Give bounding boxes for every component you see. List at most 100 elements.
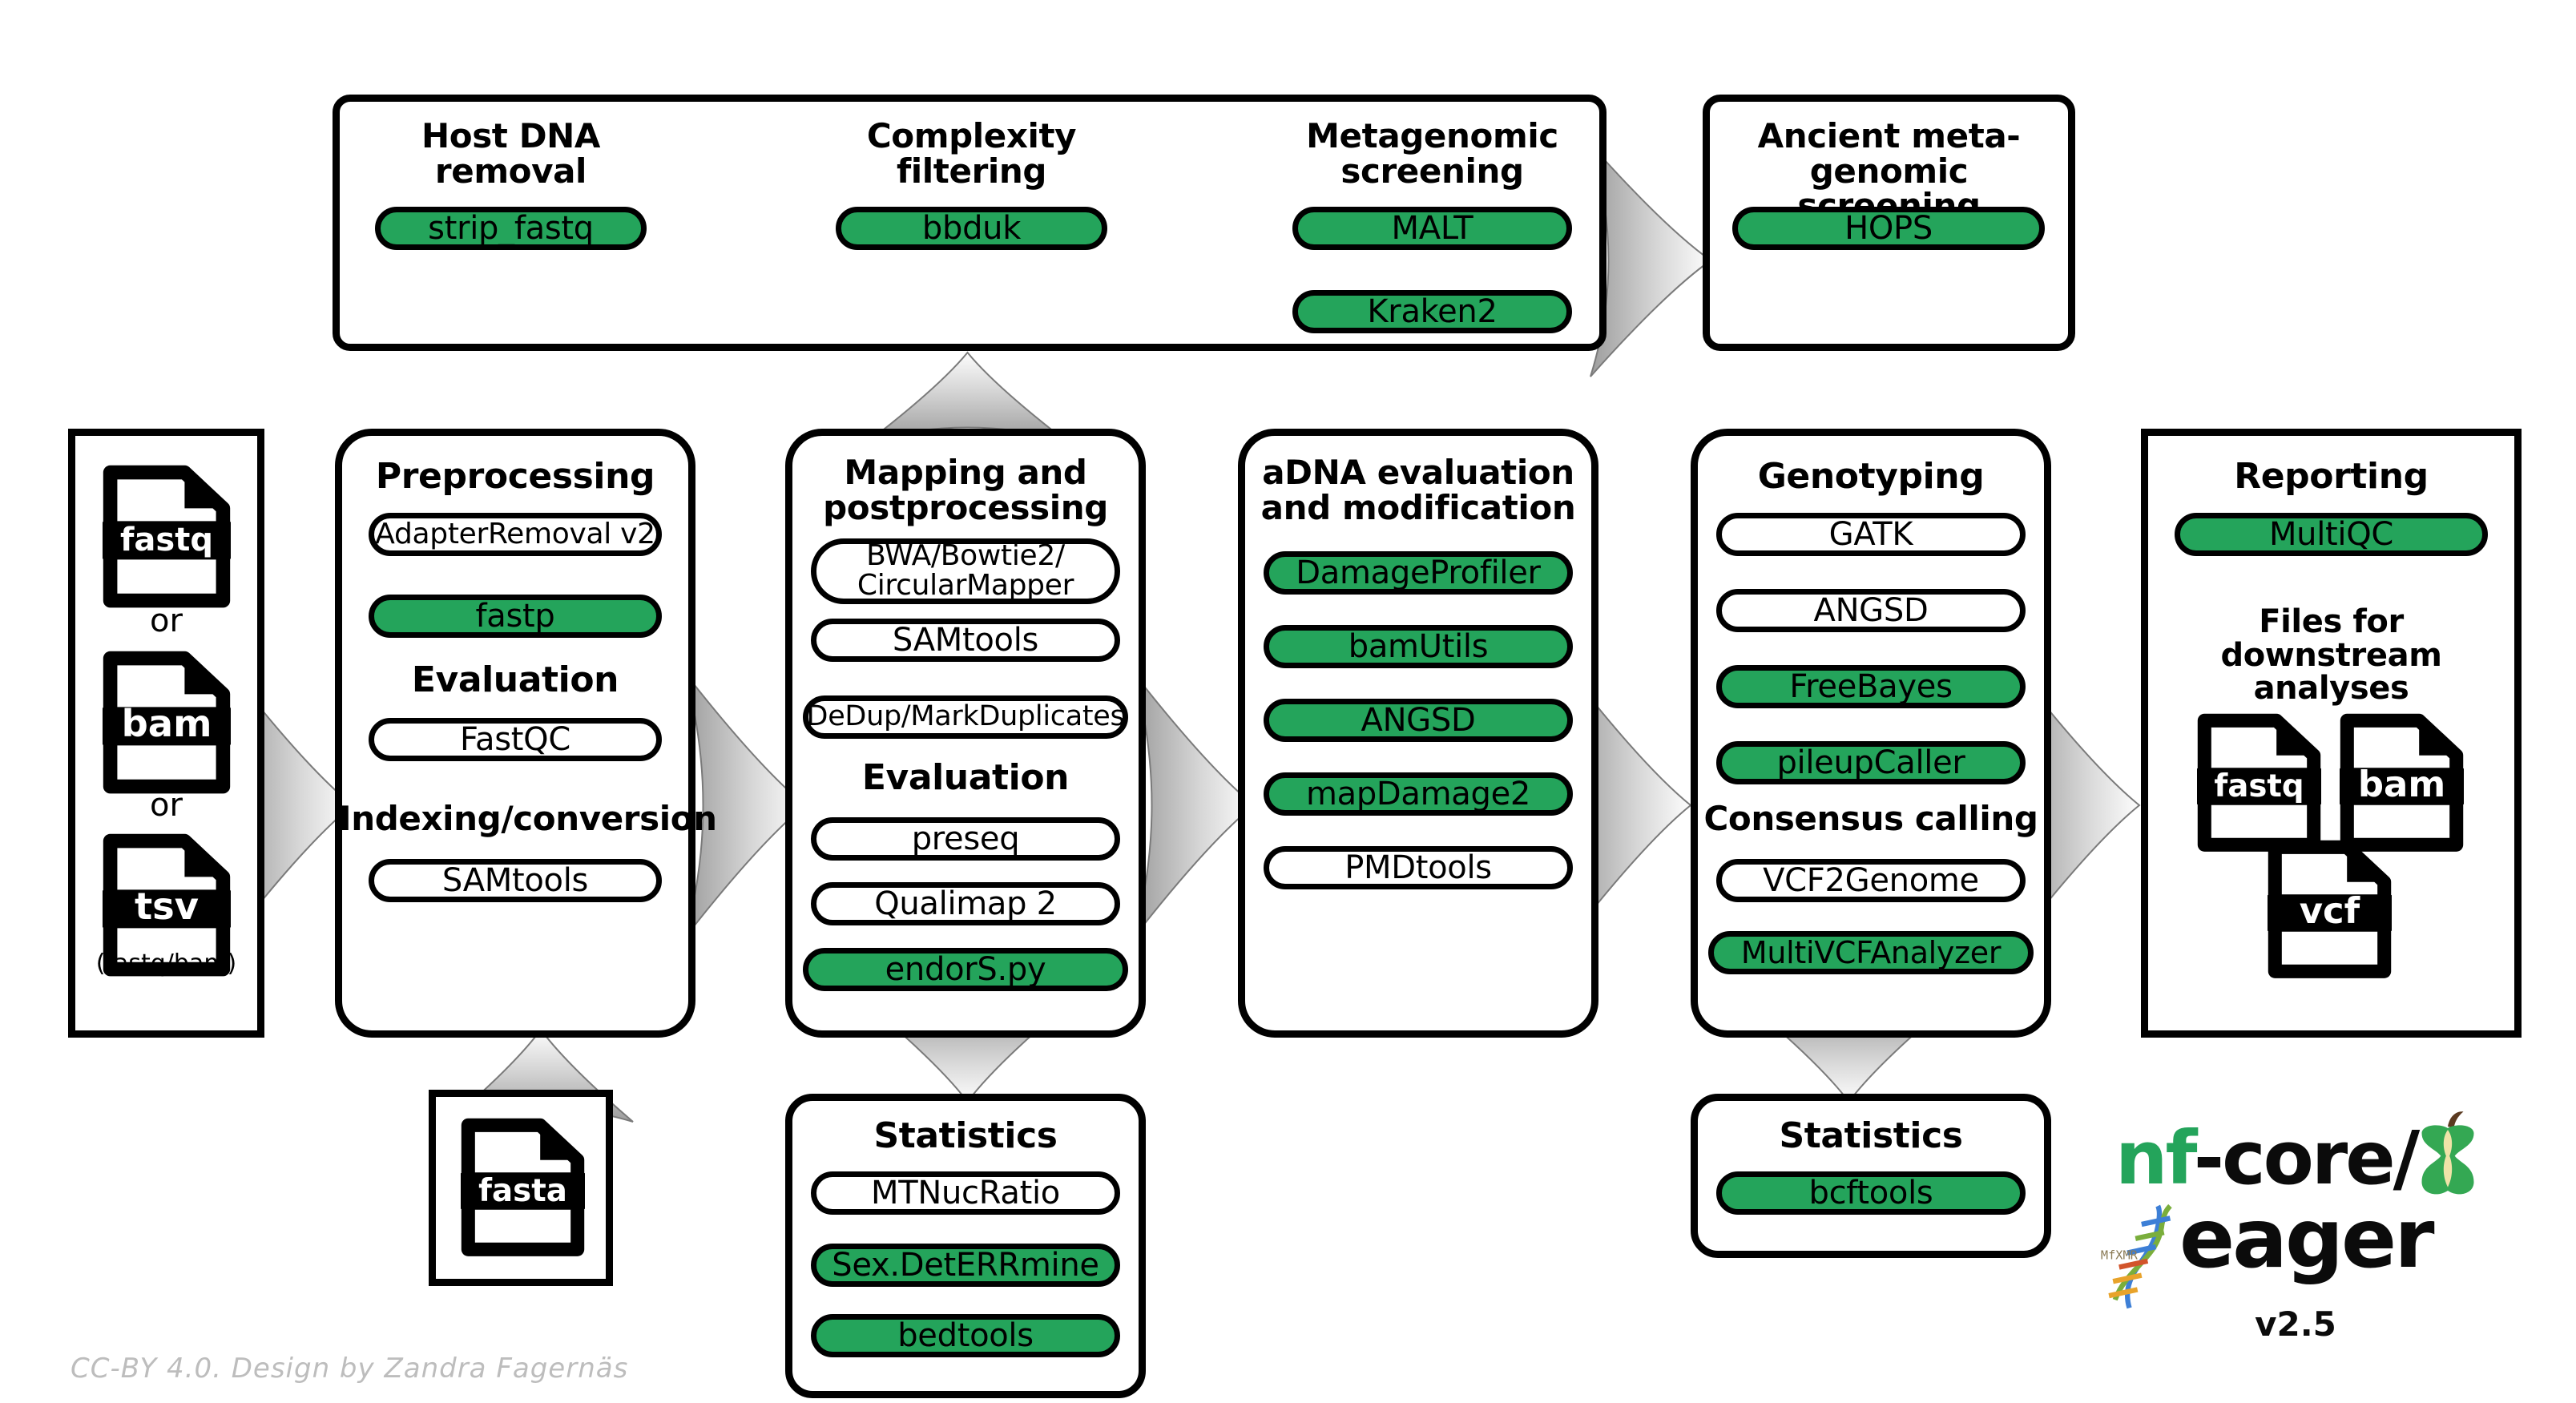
input-or-label-1: or [150, 603, 183, 639]
heading-line-1: Ancient meta- [1757, 116, 2021, 155]
tool-label: MultiVCFAnalyzer [1740, 934, 2002, 970]
file-extension-label: bam [2358, 763, 2445, 805]
file-extension-label: tsv [135, 885, 199, 928]
file-icon-fastq-input: fastq [103, 465, 231, 608]
tool-label: MALT [1391, 209, 1473, 247]
tool-pill-bedtools[interactable]: bedtools [811, 1314, 1120, 1357]
tool-label: strip_fastq [428, 209, 594, 247]
reporting-title: Reporting [2149, 458, 2514, 495]
heading-line-1: Genotyping [1757, 456, 1985, 497]
file-extension-label: vcf [2300, 889, 2360, 932]
file-icon-vcf-output: vcf [2268, 840, 2392, 979]
heading-line-2: postprocessing [823, 487, 1108, 527]
file-icon-bam-output: bam [2340, 713, 2464, 853]
logo-name-line2: eager [2179, 1191, 2435, 1287]
tool-label: PMDtools [1344, 849, 1492, 886]
tool-label: Kraken2 [1367, 292, 1498, 330]
file-icon-fastq-output: fastq [2197, 713, 2321, 853]
preprocessing-title: Preprocessing [343, 458, 687, 495]
tool-label: bcftools [1808, 1174, 1933, 1211]
tool-pill-preseq[interactable]: preseq [811, 817, 1120, 861]
file-icon-bam-input: bam [103, 651, 231, 794]
tool-label: DamageProfiler [1296, 554, 1541, 591]
heading-line-1: Consensus calling [1703, 799, 2038, 838]
tool-pill-kraken2[interactable]: Kraken2 [1292, 290, 1572, 333]
tool-pill-bwa-bowtie2-circularmapper[interactable]: BWA/Bowtie2/CircularMapper [811, 538, 1120, 604]
tool-pill-samtools-preproc[interactable]: SAMtools [369, 859, 662, 902]
logo-nf-text: nf [2115, 1115, 2196, 1201]
tool-label: SAMtools [892, 621, 1039, 659]
tool-pill-samtools-mapping[interactable]: SAMtools [811, 619, 1120, 662]
tool-label: ANGSD [1813, 591, 1929, 629]
tool-pill-mapdamage2[interactable]: mapDamage2 [1264, 772, 1573, 816]
tool-pill-fastp[interactable]: fastp [369, 595, 662, 638]
tool-pill-endors-py[interactable]: endorS.py [803, 948, 1128, 991]
tool-label: DeDup/MarkDuplicates [806, 700, 1125, 733]
tool-label: HOPS [1844, 209, 1933, 247]
file-icon-tsv-input: tsv [103, 833, 231, 977]
file-extension-label: bam [122, 702, 212, 745]
heading-line-1: Metagenomic [1306, 116, 1558, 155]
logo-core-text: -core/ [2193, 1115, 2420, 1201]
tool-pill-dedup-markduplicates[interactable]: DeDup/MarkDuplicates [803, 695, 1128, 739]
tool-label: endorS.py [885, 950, 1046, 988]
tool-label-line1: BWA/Bowtie2/ [866, 539, 1065, 573]
tool-pill-angsd[interactable]: ANGSD [1716, 589, 2026, 632]
tool-pill-bamutils[interactable]: bamUtils [1264, 625, 1573, 668]
heading-line-1: Statistics [1779, 1115, 1963, 1156]
heading-line-1: Files for downstream [2220, 603, 2442, 674]
tool-label: FastQC [460, 720, 570, 758]
input-or-label-2: or [150, 787, 183, 824]
tool-pill-vcf2genome[interactable]: VCF2Genome [1716, 859, 2026, 902]
tool-pill-gatk[interactable]: GATK [1716, 513, 2026, 556]
tool-pill-malt[interactable]: MALT [1292, 207, 1572, 250]
file-icon-fasta: fasta [461, 1118, 585, 1257]
heading-line-1: Mapping and [844, 453, 1087, 492]
tool-pill-pmdtools[interactable]: PMDtools [1264, 846, 1573, 889]
tool-pill-sex-deterrmine[interactable]: Sex.DetERRmine [811, 1244, 1120, 1287]
tool-pill-adapterremoval[interactable]: AdapterRemoval v2 [369, 513, 662, 556]
tool-pill-mtnucratio[interactable]: MTNucRatio [811, 1171, 1120, 1215]
tool-pill-qualimap2[interactable]: Qualimap 2 [811, 882, 1120, 925]
arrow-metagenomic-to-ancient [1590, 143, 1712, 377]
heading-line-2: analyses [2253, 670, 2409, 708]
statistics-right-title: Statistics [1699, 1118, 2043, 1155]
svg-text:MfXMR: MfXMR [2101, 1248, 2139, 1262]
tool-pill-pileupcaller[interactable]: pileupCaller [1716, 741, 2026, 784]
tool-label: AdapterRemoval v2 [375, 517, 655, 550]
tool-pill-angsd[interactable]: ANGSD [1264, 699, 1573, 742]
tool-label: MTNucRatio [871, 1174, 1060, 1211]
tool-pill-bbduk[interactable]: bbduk [836, 207, 1107, 250]
tool-pill-strip_fastq[interactable]: strip_fastq [375, 207, 647, 250]
tool-label: bedtools [897, 1316, 1034, 1354]
preprocessing-indexing-heading: Indexing/conversion [339, 801, 717, 837]
heading-line-1: Preprocessing [375, 456, 655, 497]
preprocessing-evaluation-heading: Evaluation [343, 662, 687, 699]
logo-name-line1: nf-core/ [2115, 1122, 2532, 1195]
file-extension-label: fastq [2214, 768, 2304, 804]
file-extension-label: fasta [478, 1173, 567, 1209]
tool-pill-freebayes[interactable]: FreeBayes [1716, 665, 2026, 708]
tool-label: Qualimap 2 [874, 885, 1057, 922]
dna-helix-icon: MfXMR [2098, 1202, 2202, 1314]
tool-pill-fastqc[interactable]: FastQC [369, 718, 662, 761]
tool-pill-bcftools[interactable]: bcftools [1716, 1171, 2026, 1215]
tool-label: MultiQC [2268, 515, 2394, 553]
heading-line-1: Statistics [873, 1115, 1058, 1156]
tool-pill-multivcfanalyzer[interactable]: MultiVCFAnalyzer [1708, 931, 2034, 974]
heading-line-2: screening [1340, 151, 1524, 191]
tool-label: ANGSD [1361, 701, 1476, 739]
heading-line-1: Reporting [2234, 456, 2429, 497]
tool-pill-hops[interactable]: HOPS [1732, 207, 2045, 250]
heading-line-1: aDNA evaluation [1262, 453, 1574, 492]
tool-pill-multiqc[interactable]: MultiQC [2175, 513, 2488, 556]
arrow-mapping-to-adna [1133, 672, 1256, 938]
heading-line-1: Evaluation [411, 659, 619, 700]
genotyping-title: Genotyping [1699, 458, 2043, 495]
tool-pill-damageprofiler[interactable]: DamageProfiler [1264, 551, 1573, 595]
